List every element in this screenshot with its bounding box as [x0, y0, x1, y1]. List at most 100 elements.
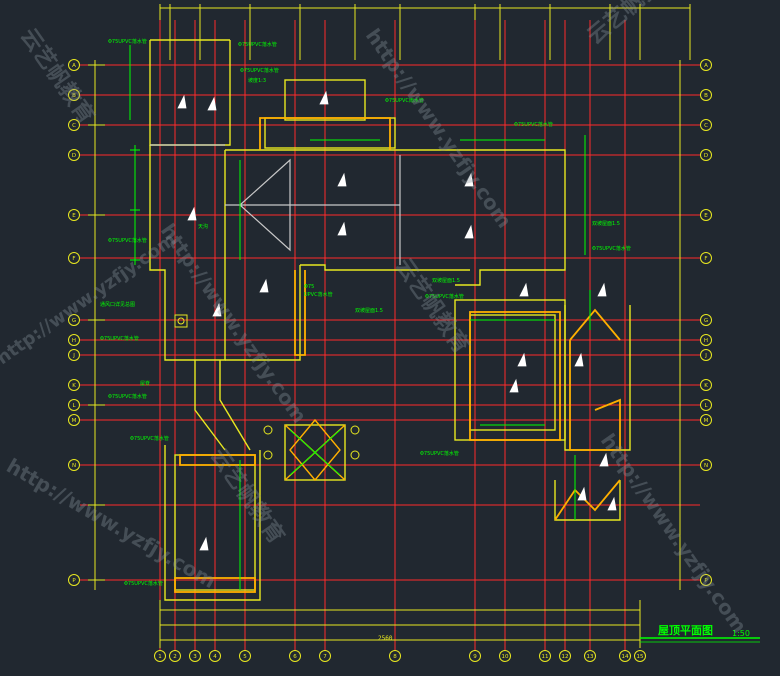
axis-bottom-15-circle [634, 650, 646, 662]
title-block: 屋顶平面图 1:50 [640, 624, 760, 643]
axis-left-A-label: A [72, 63, 76, 69]
axis-right-H-label: H [704, 338, 708, 344]
axis-right-F-label: F [704, 256, 707, 262]
bottom-dimension-lines [159, 600, 641, 648]
label-gutter: 天沟 [198, 223, 208, 230]
axis-bottom-4-label: 4 [213, 654, 217, 660]
axis-right-G-circle [700, 314, 712, 326]
axis-left-F-circle [68, 252, 80, 264]
axis-bottom-12-circle [559, 650, 571, 662]
axis-left-K-label: K [72, 383, 76, 389]
axis-right-D-label: D [704, 153, 708, 159]
green-dimension-marks [129, 45, 591, 590]
axis-bottom-13-circle [584, 650, 596, 662]
drain-pipe-markers [174, 314, 360, 460]
axis-bottom-14-label: 14 [622, 654, 629, 660]
axis-left-B-label: B [72, 93, 76, 99]
axis-left-L-circle [68, 399, 80, 411]
axis-bottom-3-label: 3 [193, 654, 197, 660]
label-drain-1: Φ75UPVC落水管 [108, 38, 147, 45]
label-drain-5: Φ75UPVC落水管 [514, 121, 553, 128]
axis-bottom-7-circle [319, 650, 331, 662]
axis-right-C-label: C [704, 123, 708, 129]
axis-right-L-circle [700, 399, 712, 411]
axis-right-E-circle [700, 209, 712, 221]
axis-right-N-label: N [704, 463, 708, 469]
axis-bottom-7-label: 7 [323, 654, 327, 660]
left-dimension-lines [88, 60, 681, 590]
axis-left-N-label: N [72, 463, 76, 469]
label-drain-9: Φ75UPVC落水管 [425, 293, 464, 300]
label-drain-7: Φ75UPVC落水管 [100, 335, 139, 342]
axis-right-M-label: M [704, 418, 709, 424]
ridge-lines [150, 144, 401, 265]
label-drain-8: Φ75UPVC落水管 [592, 245, 631, 252]
axis-left-C-circle [68, 119, 80, 131]
axis-left-G-label: G [72, 318, 76, 324]
axis-right-E-label: E [704, 213, 708, 219]
axis-right-H-circle [700, 334, 712, 346]
axis-right-J-circle [700, 349, 712, 361]
axis-bottom-8-label: 8 [393, 654, 397, 660]
axis-bottom-11-label: 11 [542, 654, 549, 660]
axis-right-B-label: B [704, 93, 708, 99]
axis-bottom-9-label: 9 [473, 654, 477, 660]
label-drain-6: Φ75UPVC落水管 [108, 237, 147, 244]
axis-left-G-circle [68, 314, 80, 326]
top-dimension-lines [159, 4, 691, 60]
axis-bottom-1-circle [154, 650, 166, 662]
label-cover-3: 双坡屋面1.5 [432, 277, 460, 284]
label-drain-12: Φ75UPVC落水管 [420, 450, 459, 457]
axis-right-C-circle [700, 119, 712, 131]
axis-right-K-label: K [704, 383, 708, 389]
axis-right-M-circle [700, 414, 712, 426]
label-phi75: Φ75 [304, 284, 314, 290]
axis-left-D-circle [68, 149, 80, 161]
axis-right-F-circle [700, 252, 712, 264]
axis-bottom-2-circle [169, 650, 181, 662]
axis-right-P-label: P [704, 578, 708, 584]
label-vent: 通风口详见总图 [100, 301, 135, 308]
axis-left-J-circle [68, 349, 80, 361]
axis-bottom-8-circle [389, 650, 401, 662]
axis-right-J-label: J [704, 353, 707, 359]
axis-left-F-label: F [72, 256, 75, 262]
axis-left-C-label: C [72, 123, 76, 129]
label-cover-1: 双坡屋面1.5 [592, 220, 620, 227]
axis-right-D-circle [700, 149, 712, 161]
axis-bottom-4-circle [209, 650, 221, 662]
axis-left-L-label: L [72, 403, 76, 409]
pyramid-roof-lines [289, 429, 341, 476]
axis-right-L-label: L [704, 403, 708, 409]
overall-dimension-label: 2560 [378, 635, 393, 642]
label-ridge: 屋脊 [140, 380, 150, 387]
axis-left-H-circle [68, 334, 80, 346]
axis-bottom-2-label: 2 [173, 654, 177, 660]
axis-right-G-label: G [704, 318, 708, 324]
axis-bottom-6-label: 6 [293, 654, 297, 660]
axis-left-P-label: P [72, 578, 76, 584]
axis-left-D-label: D [72, 153, 76, 159]
drawing-scale: 1:50 [732, 629, 750, 638]
axis-left-P-circle [68, 574, 80, 586]
axis-bottom-13-label: 13 [587, 654, 594, 660]
label-drain-4: Φ75UPVC雨水管 [385, 97, 424, 104]
axis-right-N-circle [700, 459, 712, 471]
axis-bottom-5-circle [239, 650, 251, 662]
annotation-labels: Φ75UPVC落水管 Φ75UPVC落水管 Φ75UPVC落水管 Φ75UPVC… [100, 38, 631, 587]
axis-bottom-15-label: 15 [637, 654, 644, 660]
axis-left-A-circle [68, 59, 80, 71]
label-cover-2: 双坡屋面1.5 [355, 307, 383, 314]
label-drain-2: Φ75UPVC落水管 [238, 41, 277, 48]
label-drain-10: Φ75UPVC落水管 [108, 393, 147, 400]
roof-edges [174, 117, 621, 593]
axis-right-A-circle [700, 59, 712, 71]
axis-left-M-label: M [72, 418, 77, 424]
axis-left-J-label: J [72, 353, 75, 359]
axis-right-A-label: A [704, 63, 708, 69]
axis-bottom-11-circle [539, 650, 551, 662]
axis-right-P-circle [700, 574, 712, 586]
